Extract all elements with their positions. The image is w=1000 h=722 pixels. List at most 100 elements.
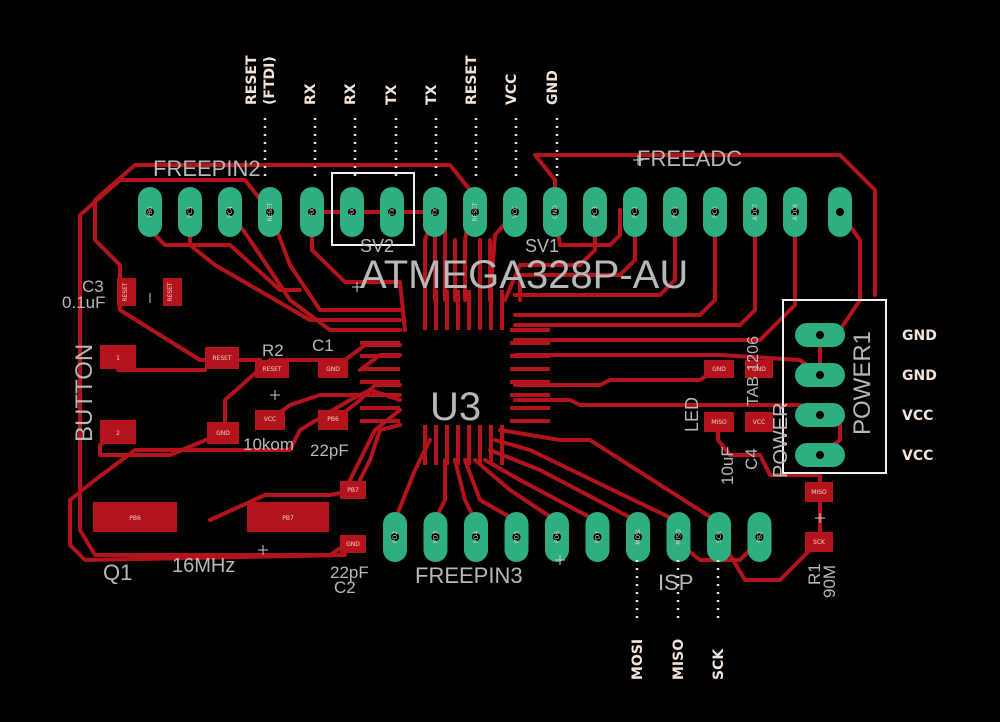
top-signal-7: VCC [504,74,520,182]
power-pad-2 [795,363,845,387]
top-pad-4: RESET [258,187,282,237]
bottom-pad-8: MISO [666,512,691,562]
svg-text:VCC: VCC [512,206,519,218]
top-signal-2: RX [303,83,319,182]
bottom-signal-2: MISO [671,560,687,680]
trace-rx [310,210,407,332]
svg-text:1: 1 [116,355,120,362]
svg-text:RX: RX [309,208,316,216]
power1-pads [795,323,845,467]
trace-adc [503,210,637,302]
c4-pad-a: GND [745,360,773,378]
svg-text:GND: GND [216,430,230,437]
bottom-pad-9: SCK [707,512,731,562]
svg-text:PC3: PC3 [592,206,599,218]
svg-text:TX: TX [384,84,400,105]
top-pad-11: GND [543,187,567,237]
trace-sck [713,490,822,582]
svg-text:TX: TX [389,208,396,217]
svg-text:PB7: PB7 [347,487,359,494]
sv2-outline [331,172,415,246]
svg-text:TX: TX [432,208,439,217]
bottom-pad-5: PD6 [545,512,569,562]
svg-text:SCK: SCK [813,539,826,546]
trace-chip-bottom [393,428,717,522]
tab-label: TAB 1206 [745,336,762,406]
svg-text:ADC7: ADC7 [752,203,759,220]
r2-label: R2 [262,341,284,360]
origin-crosses [149,155,825,565]
led-pad-b: MISO [704,412,734,432]
sv1-label: SV1 [525,236,559,256]
power-pad-1 [795,323,845,347]
power-signal-2: GND [902,368,937,384]
top-pad-7: TX [380,187,404,237]
svg-text:RESET: RESET [122,282,129,302]
svg-text:TX: TX [424,84,440,105]
power-pad-4 [795,443,845,467]
bottom-pad-10: PB2 [747,512,772,562]
top-pad-8: TX [423,187,447,237]
q1-pad-a: PB6 [93,502,177,532]
power1-label: POWER1 [849,331,876,435]
svg-text:RESET: RESET [212,355,232,362]
top-pad-16: ADC7 [743,187,767,237]
isp-label: ISP [658,570,693,595]
svg-text:GND: GND [712,366,726,373]
trace-right-loop [533,153,877,297]
svg-text:RX: RX [343,83,359,105]
trace-pc5 [228,210,402,332]
bottom-pad-3: PD4 [464,512,488,562]
top-signal-3: RX [343,83,359,182]
r1-pad-b: SCK [805,532,833,552]
gnd-pad-left: GND [207,422,239,444]
c3-pad-b: RESET [163,278,182,306]
c4-value: 10uF [718,446,737,485]
c1-pad-b: PB6 [318,410,348,430]
svg-text:VCC: VCC [264,416,276,423]
svg-text:PC1: PC1 [672,206,679,218]
top-pad-18 [828,187,852,237]
r1-label: R1 [805,563,824,585]
q1-pad-b: PB7 [247,502,329,532]
svg-text:RX: RX [349,208,356,216]
svg-text:PC5: PC5 [187,206,194,218]
c1-pad-a: GND [318,360,348,378]
top-pad-5: RX [300,187,324,237]
svg-text:GND: GND [552,205,559,219]
svg-text:MOSI: MOSI [635,529,642,545]
top-pad-12: PC3 [583,187,607,237]
svg-text:PD4: PD4 [473,531,480,543]
svg-text:PC0: PC0 [712,206,719,218]
c2-pad-b: GND [340,535,366,553]
vcc-pad-left: VCC [255,410,285,430]
svg-text:RX: RX [303,83,319,105]
r1-value: 90M [820,565,839,598]
sv2-label: SV2 [360,236,394,256]
chip-ref: U3 [430,385,481,429]
top-pad-2: PC5 [178,187,202,237]
top-pad-3: PC4 [218,187,242,237]
svg-text:VCC: VCC [902,408,933,424]
trace-pc [513,210,757,327]
svg-text:2: 2 [116,430,120,437]
power-signal-1: GND [902,328,937,344]
bottom-pad-6: PD7 [585,512,610,562]
q1-value: 16MHz [172,555,235,577]
c4-pad-b: VCC [745,412,773,432]
c2-label: C2 [334,578,356,597]
power-signal-3: VCC [902,408,933,424]
top-pad-6: RX [340,187,364,237]
trace-left-chip [223,343,402,492]
svg-text:GND: GND [752,366,766,373]
power1-outline [782,299,887,474]
svg-text:PD7: PD7 [595,531,602,543]
svg-text:ADC6: ADC6 [792,203,799,220]
top-signal-5: TX [424,84,440,182]
top-pad-10: VCC [503,187,527,237]
